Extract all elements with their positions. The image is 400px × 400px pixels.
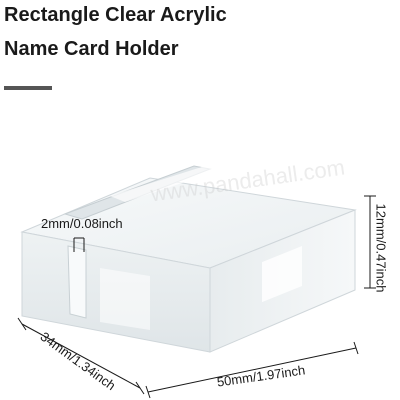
slot-highlight bbox=[110, 158, 245, 202]
slot-thickness-label: 2mm/0.08inch bbox=[41, 216, 123, 231]
product-title-line2: Name Card Holder bbox=[4, 38, 179, 60]
width-dim-tick-left bbox=[145, 385, 151, 399]
height-label: 12mm/0.47inch bbox=[373, 203, 389, 293]
front-glare bbox=[100, 268, 150, 330]
width-dim-line bbox=[147, 347, 357, 393]
slot-cut-front bbox=[67, 245, 87, 319]
dimension-lines bbox=[17, 195, 376, 399]
product-title-line1: Rectangle Clear Acrylic bbox=[4, 4, 227, 26]
depth-dim-tick-left bbox=[17, 317, 27, 331]
width-dim-tick-right bbox=[353, 341, 359, 355]
right-face-reflection bbox=[262, 245, 302, 303]
title-underline bbox=[4, 86, 52, 90]
depth-dim-line bbox=[21, 323, 141, 389]
depth-dim-tick-right bbox=[135, 381, 145, 395]
